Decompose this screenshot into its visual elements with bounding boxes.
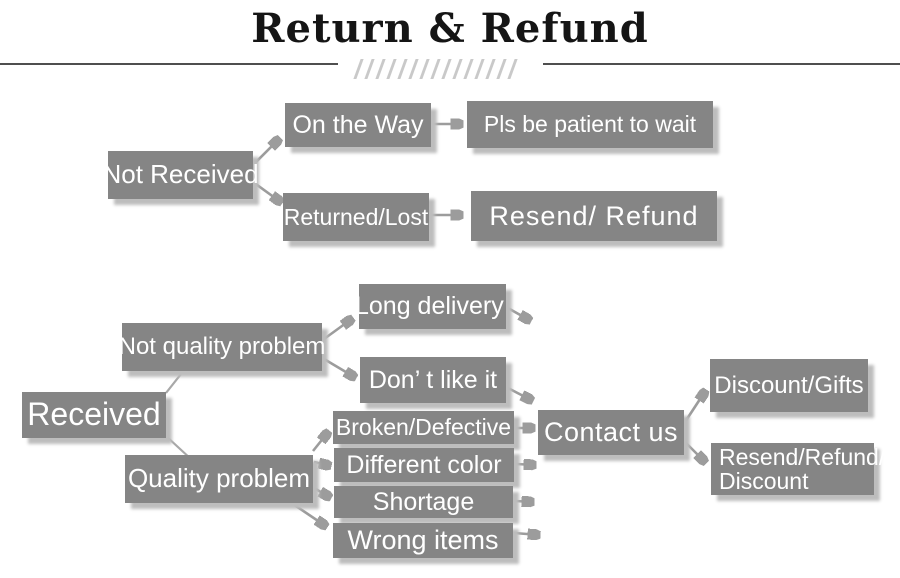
hatch-stroke [474, 59, 485, 79]
hatch-stroke [430, 59, 441, 79]
node-wrong-items: Wrong items [333, 523, 513, 558]
node-on-the-way: On the Way [285, 103, 431, 147]
arrow-quality-to-different-color [313, 462, 331, 466]
hatch-stroke [507, 59, 518, 79]
divider-hatch-decoration [353, 59, 525, 79]
hatch-stroke [463, 59, 474, 79]
arrow-contact-us-to-discount-gifts [683, 390, 706, 423]
node-resend-refund-discount-line1: Resend/Refund/ [719, 443, 886, 470]
hatch-stroke [496, 59, 507, 79]
node-broken-defective: Broken/Defective [333, 411, 514, 444]
node-resend-refund-discount: Resend/Refund/ Discount [711, 443, 885, 495]
hatch-stroke [419, 59, 430, 79]
node-pls-be-patient: Pls be patient to wait [467, 101, 713, 148]
arrow-quality-to-broken-defective [311, 431, 329, 452]
arrow-different-color-to-contact-us [515, 464, 536, 465]
divider-line-right [543, 63, 900, 65]
node-resend-refund-discount-line2: Discount [719, 468, 809, 494]
arrow-quality-to-shortage [313, 486, 331, 498]
hatch-stroke [452, 59, 463, 79]
arrow-dont-like-it-to-contact-us [505, 385, 533, 401]
node-long-delivery: Long delivery [359, 284, 506, 329]
node-not-quality-problem: Not quality problem [119, 323, 325, 371]
hatch-stroke [485, 59, 496, 79]
node-shortage: Shortage [334, 486, 513, 518]
arrow-quality-to-wrong-items [292, 502, 327, 527]
node-not-received: Not Received [102, 151, 259, 199]
arrow-not-quality-to-dont-like-it [323, 357, 356, 378]
arrow-long-delivery-out [505, 305, 531, 321]
hatch-stroke [375, 59, 386, 79]
node-quality-problem: Quality problem [125, 455, 313, 503]
page-title: Return & Refund [251, 5, 649, 52]
hatch-stroke [386, 59, 397, 79]
node-returned-lost: Returned/Lost [283, 193, 429, 241]
divider-line-left [0, 63, 338, 65]
node-received: Received [22, 392, 166, 438]
hatch-stroke [441, 59, 452, 79]
node-discount-gifts: Discount/Gifts [710, 359, 868, 412]
arrow-wrong-items-to-contact-us [513, 533, 540, 535]
node-dont-like-it: Don’ t like it [360, 357, 506, 403]
hatch-stroke [397, 59, 408, 79]
hatch-stroke [364, 59, 375, 79]
connector-received-to-not-quality-problem [165, 373, 182, 394]
node-contact-us: Contact us [538, 410, 684, 455]
arrow-contact-us-to-resend-refund-discount [684, 441, 706, 463]
node-resend-refund: Resend/ Refund [471, 191, 717, 241]
hatch-stroke [408, 59, 419, 79]
node-different-color: Different color [334, 448, 514, 482]
hatch-stroke [353, 59, 364, 79]
arrow-shortage-to-contact-us [514, 501, 534, 502]
arrow-not-quality-to-long-delivery [323, 318, 353, 341]
